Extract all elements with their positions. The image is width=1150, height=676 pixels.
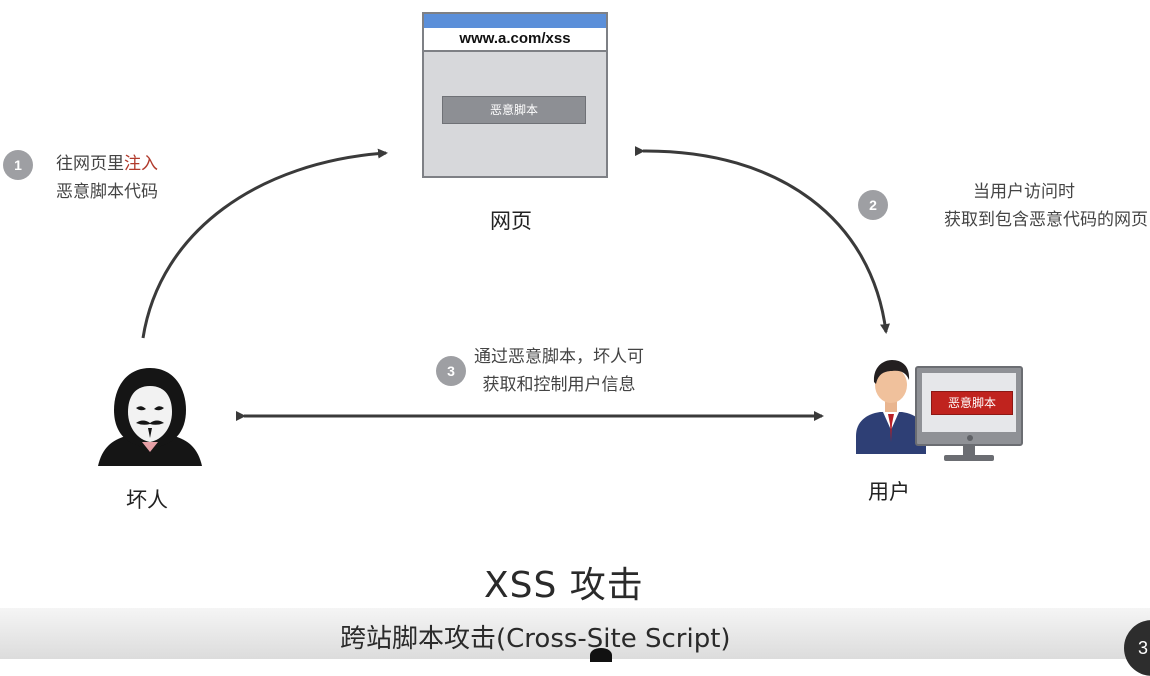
step-3-note: 通过恶意脚本，坏人可 获取和控制用户信息 [474,343,644,399]
step-1-highlight: 注入 [124,154,158,174]
malicious-script-block: 恶意脚本 [442,96,586,124]
caption-band [0,608,1150,659]
step-1-line1-prefix: 往网页里 [56,154,124,174]
browser-url: www.a.com/xss [424,28,606,52]
cursor-pointer [590,648,612,662]
monitor-base [944,455,994,461]
flow-arrows [141,146,890,421]
user-label: 用户 [868,481,910,504]
webpage-browser: www.a.com/xss 恶意脚本 [422,12,608,178]
step-3-line1: 通过恶意脚本，坏人可 [474,347,644,367]
monitor-stand [963,444,975,456]
user-icon [856,360,926,454]
monitor-icon: 恶意脚本 [915,366,1023,446]
step-1-line2: 恶意脚本代码 [56,182,158,202]
user-screen-malicious-script: 恶意脚本 [931,391,1013,415]
step-2-note: 当用户访问时 获取到包含恶意代码的网页 [900,178,1148,234]
step-1-badge: 1 [3,150,33,180]
attacker-label: 坏人 [126,489,168,512]
step-3-line2: 获取和控制用户信息 [482,375,636,395]
diagram-title: XSS 攻击 [484,565,644,606]
step-2-line1: 当用户访问时 [973,182,1075,202]
webpage-label: 网页 [490,210,532,233]
hacker-icon [98,368,202,466]
arrow-inject [141,148,388,339]
step-2-badge: 2 [858,190,888,220]
diagram-subtitle: 跨站脚本攻击(Cross-Site Script) [340,624,731,654]
browser-title-bar [424,14,606,28]
step-2-line2: 获取到包含恶意代码的网页 [944,210,1148,230]
step-1-note: 往网页里注入 恶意脚本代码 [56,150,158,206]
arrow-serve [634,146,890,334]
step-3-badge: 3 [436,356,466,386]
